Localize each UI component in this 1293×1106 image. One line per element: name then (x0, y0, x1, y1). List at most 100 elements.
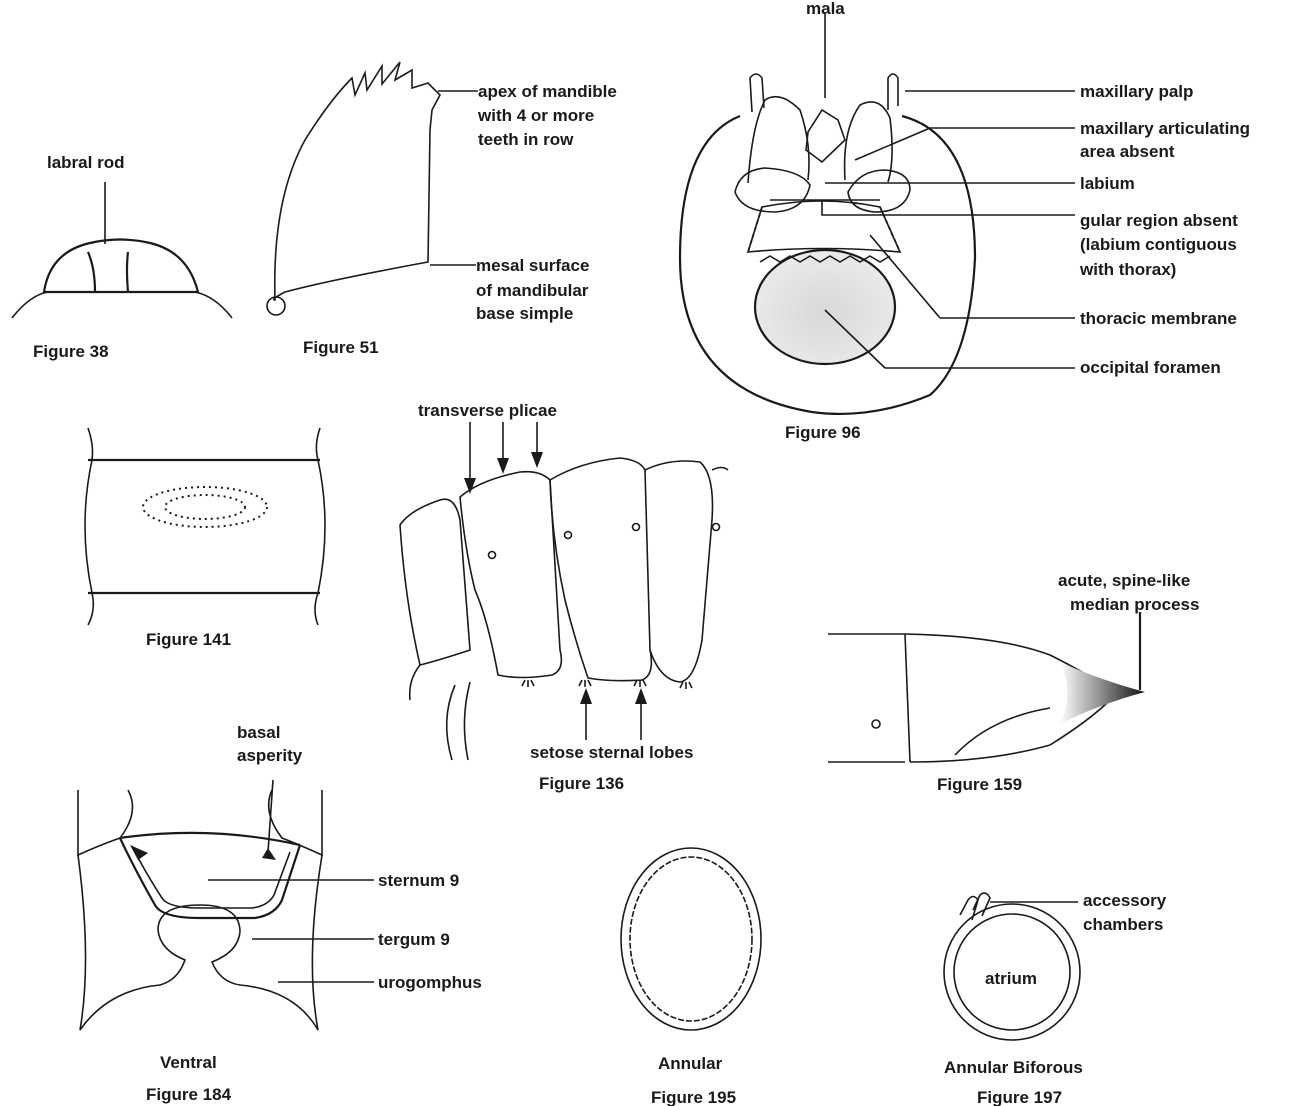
figure-96-caption: Figure 96 (785, 423, 861, 442)
setose-sternal-lobes-label: setose sternal lobes (530, 743, 693, 762)
labium-label: labium (1080, 174, 1135, 193)
median-process (1060, 662, 1145, 724)
labium-palps (806, 110, 845, 162)
segment-3 (550, 458, 651, 681)
apex-label-2: with 4 or more (477, 106, 594, 125)
gular-label-3: with thorax) (1079, 260, 1176, 279)
mala-label: mala (806, 0, 845, 18)
spiracle-4 (633, 524, 640, 531)
accessory-label-1: accessory (1083, 891, 1167, 910)
occipital-foramen-label: occipital foramen (1080, 358, 1221, 377)
segment-4-tip (712, 468, 728, 471)
spiracle-outer (621, 848, 761, 1030)
asperity-right (262, 848, 276, 860)
figure-159-caption: Figure 159 (937, 775, 1022, 794)
articulating-label-2: area absent (1080, 142, 1175, 161)
thoracic-membrane-label: thoracic membrane (1080, 309, 1237, 328)
spiracle-3 (565, 532, 572, 539)
segment-suture (905, 634, 910, 762)
body-lower-left (410, 665, 420, 700)
figure-197-type: Annular Biforous (944, 1058, 1083, 1077)
occipital-foramen (755, 250, 895, 364)
right-upper-lobe (269, 790, 322, 855)
urogomphus-label: urogomphus (378, 973, 482, 992)
segment-4 (645, 461, 713, 682)
leg-left-b (464, 682, 470, 760)
figure-51: apex of mandible with 4 or more teeth in… (267, 62, 617, 357)
figure-195-type: Annular (658, 1054, 723, 1073)
figure-184-caption: Figure 184 (146, 1085, 232, 1104)
apex-label-3: teeth in row (478, 130, 574, 149)
figure-136-caption: Figure 136 (539, 774, 624, 793)
plicae-arrow-3-head (531, 452, 543, 468)
spiracle-5 (713, 524, 720, 531)
setae-2 (579, 680, 591, 687)
figure-195-caption: Figure 195 (651, 1088, 736, 1106)
acute-label-1: acute, spine-like (1058, 571, 1190, 590)
segment-left (85, 460, 92, 593)
segment-margin-tl (88, 428, 93, 460)
basal-label-1: basal (237, 723, 280, 742)
accessory-label-2: chambers (1083, 915, 1163, 934)
tergum-and-urogomphi (78, 855, 322, 1030)
right-maxillary-palp (888, 74, 898, 110)
labrum-outline (44, 240, 198, 293)
asperity-patch (143, 487, 267, 527)
leg-left-a (447, 685, 455, 760)
asperity-left (130, 845, 148, 860)
transverse-plicae-label: transverse plicae (418, 401, 557, 420)
segment-margin-br (315, 593, 318, 625)
articulating-label-1: maxillary articulating (1080, 119, 1250, 138)
plicae-arrow-2-head (497, 458, 509, 474)
head-margin-left (12, 292, 48, 318)
segment-right (318, 460, 325, 593)
mesal-label-1: mesal surface (476, 256, 589, 275)
segment-1 (400, 499, 470, 665)
mandible-outline (274, 62, 440, 300)
segment-2 (460, 472, 561, 678)
lobes-arrow-1-head (580, 688, 592, 704)
head-margin-right (195, 292, 232, 318)
labral-rod-right (127, 252, 128, 292)
setae-1 (522, 680, 534, 687)
spiracle-2 (489, 552, 496, 559)
figure-51-caption: Figure 51 (303, 338, 379, 357)
figure-159: acute, spine-like median process Figure … (828, 571, 1199, 794)
figure-197: accessory chambers atrium Annular Biforo… (944, 891, 1167, 1106)
figure-197-caption: Figure 197 (977, 1088, 1062, 1106)
figure-38: labral rod Figure 38 (12, 153, 232, 361)
atrium-label: atrium (985, 969, 1037, 988)
spiracle-inner-scalloped (630, 857, 752, 1021)
accessory-chamber-left (960, 897, 978, 921)
setae-4 (680, 682, 692, 689)
asperity-patch-inner (165, 495, 245, 519)
tergum-label: tergum 9 (378, 930, 450, 949)
mandible-condyle (267, 297, 285, 315)
right-maxilla-base (848, 170, 910, 212)
basal-asperity-leader (268, 780, 273, 852)
segment-margin-bl (88, 593, 93, 625)
figure-136: transverse plicae setose sternal lobes F… (400, 401, 728, 793)
gular-leader (822, 200, 1075, 215)
mesal-label-3: base simple (476, 304, 573, 323)
setae-3 (634, 680, 646, 687)
acute-label-2: median process (1070, 595, 1199, 614)
gular-label-1: gular region absent (1080, 211, 1238, 230)
lobes-arrow-2-head (635, 688, 647, 704)
labral-rod-label: labral rod (47, 153, 124, 172)
figure-141-caption: Figure 141 (146, 630, 231, 649)
sternum-label: sternum 9 (378, 871, 459, 890)
figure-184: basal asperity sternum 9 tergum 9 urogom… (78, 723, 482, 1104)
sternum-top (120, 833, 300, 845)
figure-38-caption: Figure 38 (33, 342, 109, 361)
figure-141: Figure 141 (85, 428, 325, 649)
segment-margin-tr (316, 428, 320, 460)
maxillary-palp-label: maxillary palp (1080, 82, 1193, 101)
gular-label-2: (labium contiguous (1080, 235, 1237, 254)
apex-label-1: apex of mandible (478, 82, 617, 101)
figure-96: mala maxillary palp maxillary articulati… (680, 0, 1250, 442)
spiracle (872, 720, 880, 728)
basal-label-2: asperity (237, 746, 303, 765)
labral-rod-left (88, 252, 95, 292)
